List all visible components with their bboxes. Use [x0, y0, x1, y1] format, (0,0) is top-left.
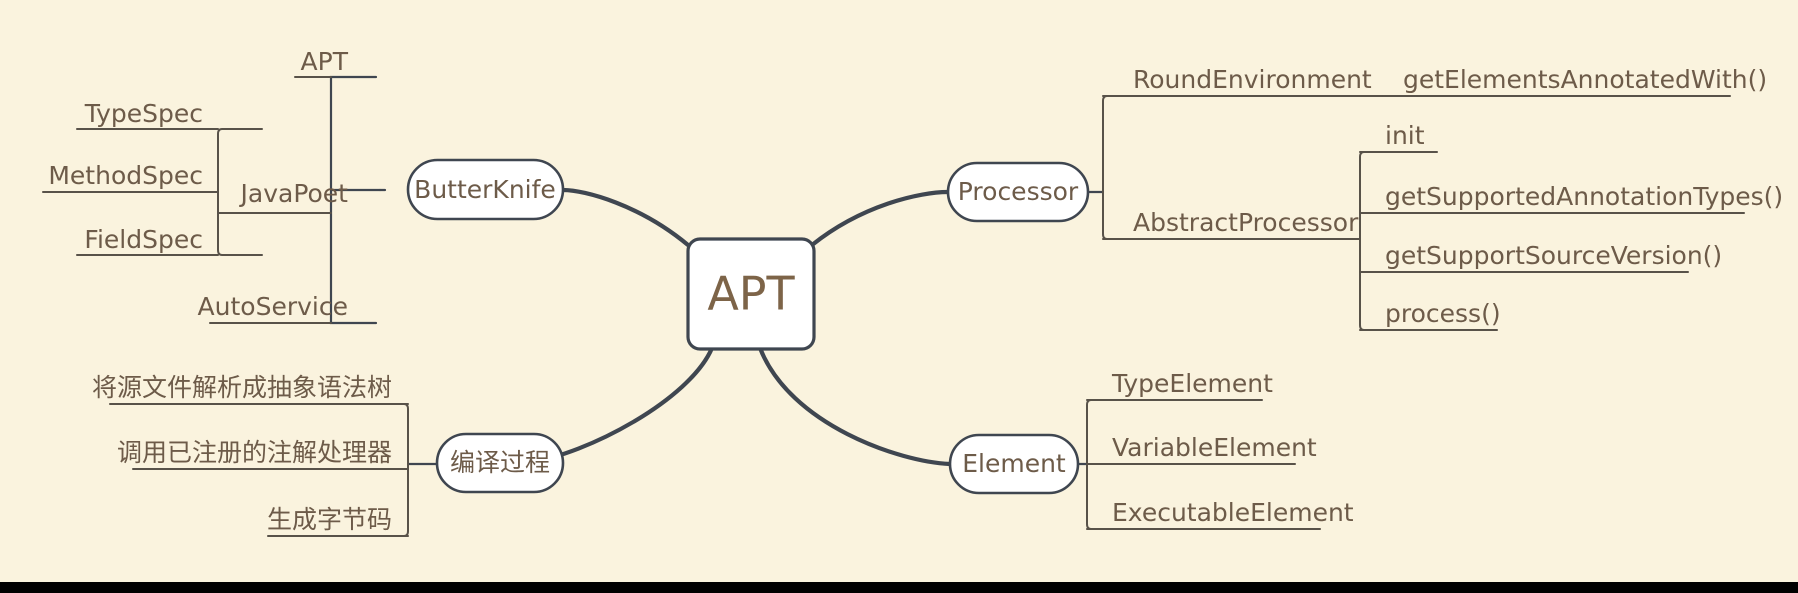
leaf-typeelement-label: TypeElement — [1111, 369, 1273, 398]
leaf-typespec-label: TypeSpec — [84, 99, 203, 128]
node-butterknife[interactable]: ButterKnife — [406, 158, 565, 221]
leaf-process[interactable]: process() — [1359, 299, 1501, 331]
leaf-getsupportedannotationtypes[interactable]: getSupportedAnnotationTypes() — [1359, 182, 1783, 214]
leaf-javapoet[interactable]: JavaPoet — [217, 179, 349, 214]
branch-element: Element TypeElement VariableElement Exec… — [948, 369, 1354, 530]
leaf-autoservice[interactable]: AutoService — [198, 292, 348, 324]
leaf-typeelement[interactable]: TypeElement — [1086, 369, 1273, 401]
node-processor[interactable]: Processor — [946, 161, 1090, 223]
leaf-abstractprocessor-label: AbstractProcessor — [1133, 208, 1359, 237]
leaf-getsupportsourceversion-label: getSupportSourceVersion() — [1385, 241, 1722, 270]
leaf-invoke-processors-label: 调用已注册的注解处理器 — [117, 438, 392, 467]
leaf-roundenvironment-label: RoundEnvironment — [1133, 65, 1372, 94]
leaf-invoke-processors[interactable]: 调用已注册的注解处理器 — [117, 438, 409, 470]
root-node[interactable]: APT — [686, 237, 816, 351]
bracket-javapoet — [217, 128, 263, 256]
leaf-init-label: init — [1385, 121, 1425, 150]
leaf-methodspec-label: MethodSpec — [48, 161, 203, 190]
node-butterknife-shape — [406, 158, 565, 221]
leaf-executableelement-label: ExecutableElement — [1112, 498, 1354, 527]
node-butterknife-label: ButterKnife — [414, 175, 556, 204]
node-compile-process-shape — [435, 432, 565, 494]
leaf-getelementsannotatedwith[interactable]: getElementsAnnotatedWith() — [1382, 65, 1767, 97]
node-element-label: Element — [962, 449, 1066, 478]
leaf-init[interactable]: init — [1359, 121, 1438, 153]
leaf-fieldspec-label: FieldSpec — [84, 225, 203, 254]
leaf-getsupportedannotationtypes-label: getSupportedAnnotationTypes() — [1385, 182, 1783, 211]
leaf-apt-lib[interactable]: APT — [294, 47, 349, 78]
leaf-fieldspec[interactable]: FieldSpec — [76, 225, 219, 256]
leaf-process-label: process() — [1385, 299, 1501, 328]
leaf-executableelement[interactable]: ExecutableElement — [1086, 498, 1354, 530]
node-element[interactable]: Element — [948, 433, 1080, 495]
root-node-label: APT — [707, 267, 795, 321]
main-edges — [527, 187, 953, 467]
branch-processor: Processor RoundEnvironment getElementsAn… — [946, 65, 1783, 331]
leaf-parse-ast[interactable]: 将源文件解析成抽象语法树 — [92, 373, 409, 405]
leaf-generate-bytecode[interactable]: 生成字节码 — [267, 505, 409, 537]
root-node-shape — [686, 237, 816, 351]
leaf-methodspec[interactable]: MethodSpec — [42, 161, 219, 193]
node-compile-process-label: 编译过程 — [450, 448, 550, 477]
leaf-variableelement-label: VariableElement — [1112, 433, 1317, 462]
branch-compile-process: 将源文件解析成抽象语法树 调用已注册的注解处理器 生成字节码 编译过程 — [92, 373, 565, 537]
leaf-roundenvironment[interactable]: RoundEnvironment — [1102, 65, 1384, 97]
branch-butterknife: APT JavaPoet TypeSpec MethodSpec FieldSp… — [42, 47, 565, 325]
leaf-getelementsannotatedwith-label: getElementsAnnotatedWith() — [1403, 65, 1767, 94]
leaf-parse-ast-label: 将源文件解析成抽象语法树 — [92, 373, 392, 402]
edge-root-to-butterknife — [560, 187, 691, 248]
leaf-apt-lib-label: APT — [301, 47, 349, 76]
leaf-typespec[interactable]: TypeSpec — [76, 99, 219, 130]
leaf-generate-bytecode-label: 生成字节码 — [267, 505, 392, 534]
bottom-black-bar — [0, 582, 1798, 593]
leaf-variableelement[interactable]: VariableElement — [1086, 433, 1317, 465]
leaf-getsupportsourceversion[interactable]: getSupportSourceVersion() — [1359, 241, 1722, 273]
node-processor-label: Processor — [958, 177, 1079, 206]
edge-root-to-processor — [809, 189, 951, 248]
leaf-abstractprocessor[interactable]: AbstractProcessor — [1102, 208, 1361, 240]
leaf-javapoet-label: JavaPoet — [239, 179, 349, 208]
leaf-autoservice-label: AutoService — [198, 292, 348, 321]
edge-root-to-element — [757, 345, 953, 467]
node-compile-process[interactable]: 编译过程 — [435, 432, 565, 494]
